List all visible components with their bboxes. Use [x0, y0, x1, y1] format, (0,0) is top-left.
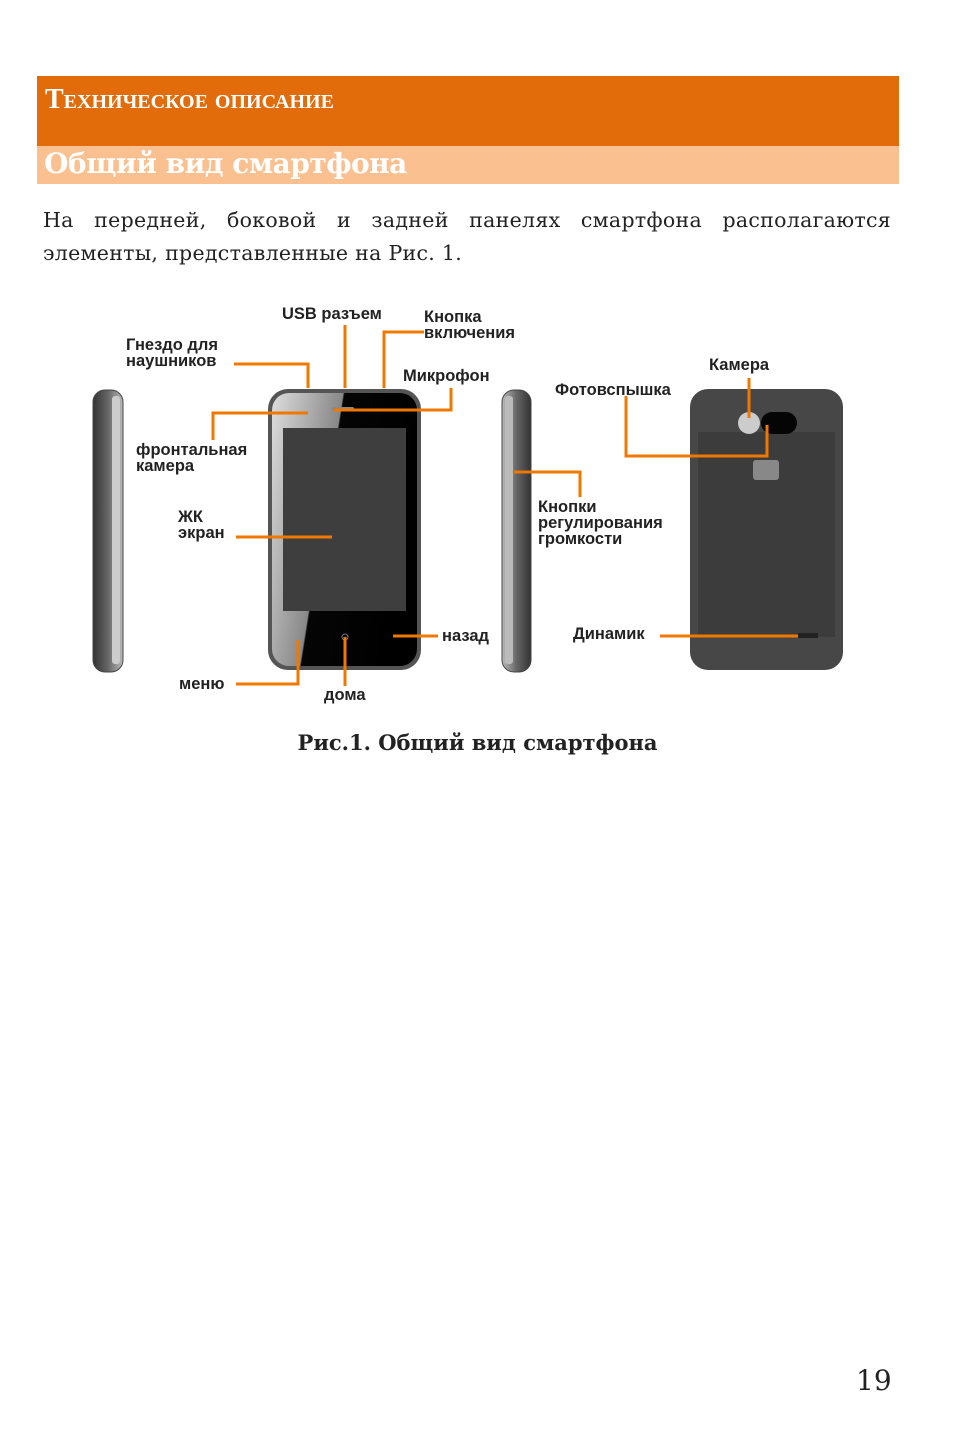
- left-side-view: [92, 389, 124, 673]
- page-number: 19: [856, 1364, 892, 1397]
- callout-front-camera: [211, 411, 308, 440]
- label-home: дома: [324, 686, 366, 704]
- section-header-bar: Общий вид смартфона: [37, 146, 899, 184]
- chapter-header-bar: Техническое описание: [37, 76, 899, 146]
- callout-flash: [624, 396, 769, 458]
- label-flash: Фотовспышка: [555, 381, 671, 399]
- label-volume: Кнопки регулирования громкости: [538, 498, 663, 548]
- label-menu: меню: [179, 675, 225, 693]
- back-view: [690, 389, 843, 670]
- intro-paragraph: На передней, боковой и задней панелях см…: [43, 208, 891, 265]
- label-back: назад: [442, 627, 489, 645]
- label-power: Кнопка включения: [424, 308, 516, 342]
- callout-volume: [514, 470, 582, 497]
- label-speaker: Динамик: [573, 625, 645, 643]
- chapter-title: Техническое описание: [45, 84, 334, 115]
- figure-caption: Рис.1. Общий вид смартфона: [297, 730, 658, 755]
- phone-diagram: [92, 325, 843, 686]
- label-lcd: ЖК экран: [178, 508, 225, 542]
- right-side-view: [501, 389, 532, 673]
- callout-power: [382, 330, 424, 388]
- section-title: Общий вид смартфона: [44, 147, 407, 180]
- label-usb: USB разъем: [282, 305, 382, 323]
- label-front-camera: фронтальная камера: [136, 441, 248, 475]
- callout-microphone: [333, 388, 453, 412]
- callout-headphone: [234, 362, 310, 388]
- label-camera: Камера: [709, 356, 770, 374]
- callout-lines: [211, 325, 798, 686]
- front-view: [268, 389, 421, 670]
- label-headphone: Гнездо для наушников: [126, 336, 219, 370]
- callout-menu: [236, 640, 300, 686]
- label-microphone: Микрофон: [403, 367, 490, 385]
